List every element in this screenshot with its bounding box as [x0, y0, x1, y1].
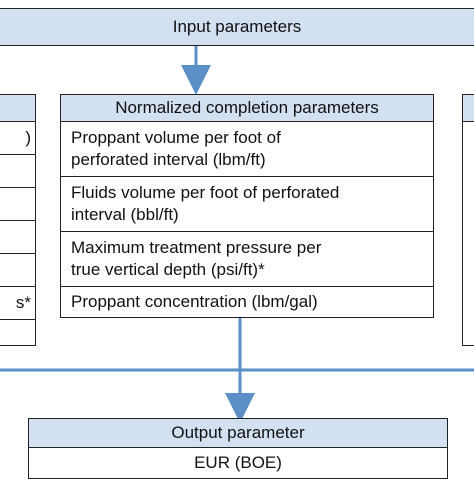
left-panel-row-7: [0, 319, 36, 346]
row-4-line-1: Proppant concentration (lbm/gal): [71, 292, 318, 311]
normalized-panel-title: Normalized completion parameters: [115, 98, 379, 117]
row-2-line-2: interval (bbl/ft): [71, 205, 179, 224]
row-1-line-1: Proppant volume per foot of: [71, 128, 281, 147]
right-panel: [462, 94, 474, 346]
left-panel: ) s*: [0, 94, 36, 346]
row-3-line-2: true vertical depth (psi/ft)*: [71, 260, 265, 279]
normalized-row-proppant-volume: Proppant volume per foot of perforated i…: [60, 121, 434, 177]
output-panel-header: Output parameter: [28, 418, 448, 448]
output-value: EUR (BOE): [194, 453, 282, 472]
left-panel-row-5: [0, 253, 36, 287]
left-panel-row-2: [0, 154, 36, 188]
left-panel-header: [0, 94, 36, 122]
normalized-row-fluids-volume: Fluids volume per foot of perforated int…: [60, 176, 434, 232]
normalized-panel-header: Normalized completion parameters: [60, 94, 434, 122]
input-parameters-title: Input parameters: [172, 17, 302, 36]
left-panel-row-1-text: ): [25, 128, 31, 147]
right-panel-body: [462, 121, 474, 346]
left-panel-row-6: s*: [0, 286, 36, 320]
left-panel-row-6-text: s*: [15, 293, 31, 312]
row-2-line-1: Fluids volume per foot of perforated: [71, 183, 340, 202]
right-panel-header: [462, 94, 474, 122]
row-1-line-2: perforated interval (lbm/ft): [71, 150, 266, 169]
left-panel-row-4: [0, 220, 36, 254]
output-panel-title: Output parameter: [171, 423, 305, 442]
normalized-row-proppant-concentration: Proppant concentration (lbm/gal): [60, 286, 434, 318]
left-panel-row-3: [0, 187, 36, 221]
normalized-row-max-pressure: Maximum treatment pressure per true vert…: [60, 231, 434, 287]
output-value-row: EUR (BOE): [28, 447, 448, 479]
row-3-line-1: Maximum treatment pressure per: [71, 238, 322, 257]
left-panel-row-1: ): [0, 121, 36, 155]
input-parameters-box: Input parameters: [0, 8, 474, 46]
